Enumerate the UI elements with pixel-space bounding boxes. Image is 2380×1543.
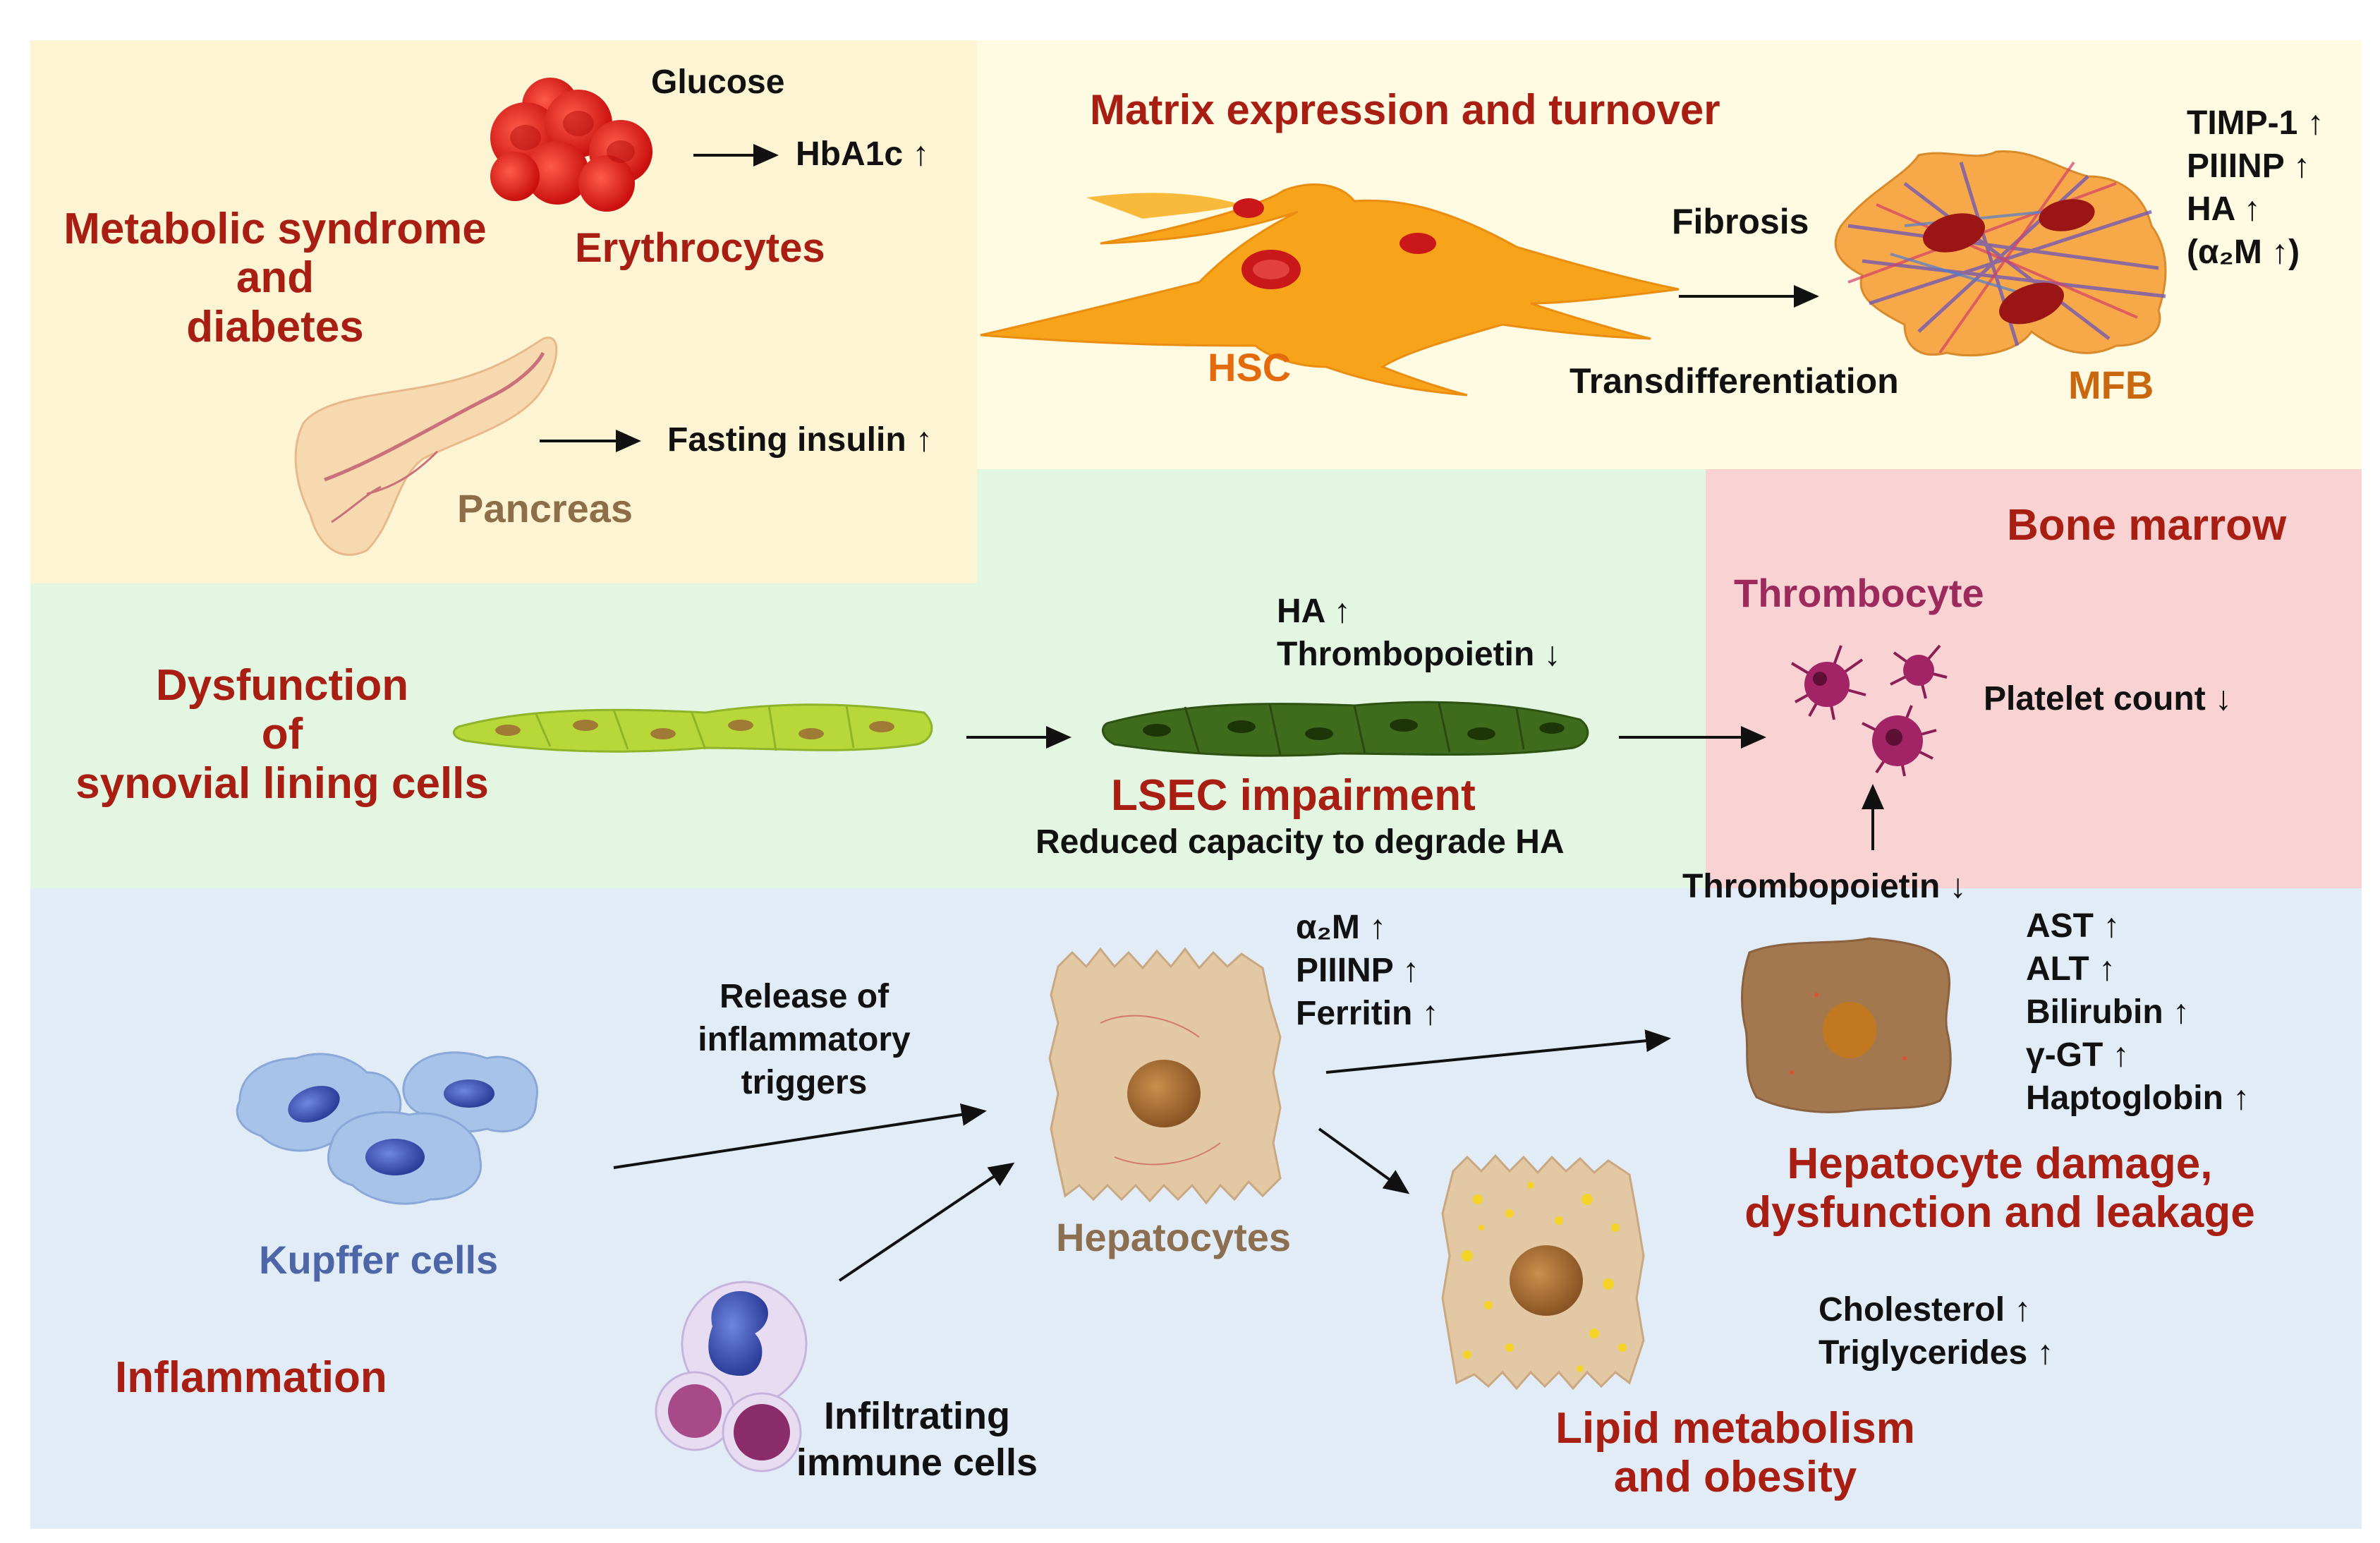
- glucose-label: Glucose: [651, 63, 785, 101]
- lipid-line2: and obesity: [1613, 1453, 1857, 1502]
- release-line2: inflammatory: [698, 1020, 911, 1058]
- marker-a2m: (α₂M ↑): [2187, 233, 2300, 271]
- marker-piiinp-hep: PIIINP ↑: [1296, 951, 1420, 989]
- transdifferentiation-label: Transdifferentiation: [1570, 361, 1899, 401]
- metabolic-title-line3: diabetes: [186, 302, 364, 351]
- arrow-lipid: [1318, 1127, 1410, 1194]
- synovial-title-line1: Dysfunction: [155, 661, 409, 710]
- inflammation-title: Inflammation: [115, 1353, 387, 1402]
- fatty-hepatocyte-illustration: [1441, 1154, 1645, 1391]
- pancreas-illustration: [294, 337, 558, 556]
- hsc-illustration: [980, 183, 1680, 397]
- hepatocyte-illustration: [1048, 947, 1282, 1205]
- release-line3: triggers: [741, 1063, 868, 1101]
- marker-bilirubin: Bilirubin ↑: [2026, 993, 2190, 1031]
- hepatocyte-damage-title: Hepatocyte damage, dysfunction and leaka…: [1682, 1139, 2317, 1238]
- immune-cells-illustration: [655, 1281, 808, 1472]
- marker-haptoglobin: Haptoglobin ↑: [2026, 1079, 2250, 1117]
- damage-markers: AST ↑ ALT ↑ Bilirubin ↑ γ-GT ↑ Haptoglob…: [2026, 905, 2250, 1120]
- synovial-title-line2: of: [261, 710, 303, 759]
- lipid-markers: Cholesterol ↑ Triglycerides ↑: [1819, 1289, 2054, 1375]
- arrow-immune: [838, 1162, 1015, 1282]
- hepatocyte-markers: α₂M ↑ PIIINP ↑ Ferritin ↑: [1296, 907, 1439, 1036]
- marker-triglycerides: Triglycerides ↑: [1819, 1333, 2054, 1372]
- matrix-markers: TIMP-1 ↑ PIIINP ↑ HA ↑ (α₂M ↑): [2187, 102, 2324, 274]
- metabolic-title: Metabolic syndrome and diabetes: [42, 205, 508, 351]
- immune-cells-label: Infiltrating immune cells: [776, 1393, 1058, 1487]
- synovial-title-line3: synovial lining cells: [75, 758, 489, 808]
- marker-a2m-hep: α₂M ↑: [1296, 909, 1387, 946]
- arrows: [540, 144, 1884, 1282]
- lsec-illustration: [1101, 701, 1589, 757]
- release-line1: Release of: [719, 978, 890, 1015]
- kupffer-cells-illustration: [236, 1051, 538, 1205]
- immune-line1: Infiltrating: [824, 1395, 1010, 1437]
- marker-alt: ALT ↑: [2026, 950, 2116, 988]
- mfb-label: MFB: [2068, 363, 2154, 407]
- bone-marrow-title: Bone marrow: [2007, 501, 2287, 550]
- lsec-markers: HA ↑ Thrombopoietin ↓: [1277, 591, 1561, 677]
- metabolic-title-line2: and: [236, 253, 315, 303]
- arrow-damage: [1325, 1029, 1671, 1074]
- immune-line2: immune cells: [796, 1441, 1038, 1484]
- hsc-label: HSC: [1208, 345, 1292, 389]
- marker-ast: AST ↑: [2026, 907, 2120, 945]
- marker-ferritin: Ferritin ↑: [1296, 994, 1439, 1032]
- erythrocytes-label: Erythrocytes: [575, 225, 825, 271]
- kupffer-label: Kupffer cells: [259, 1238, 499, 1282]
- damage-line1: Hepatocyte damage,: [1787, 1139, 2213, 1188]
- marker-timp1: TIMP-1 ↑: [2187, 104, 2324, 142]
- erythrocytes-illustration: [490, 78, 652, 212]
- arrow-kupffer: [613, 1103, 987, 1169]
- platelet-count-label: Platelet count ↓: [1984, 680, 2233, 718]
- thrombocyte-label: Thrombocyte: [1734, 571, 1984, 615]
- thrombopoietin-label: Thrombopoietin ↓: [1682, 868, 1967, 905]
- damaged-hepatocyte-illustration: [1741, 937, 1952, 1113]
- marker-thrombopoietin-synovial: Thrombopoietin ↓: [1277, 635, 1561, 673]
- marker-ha-synovial: HA ↑: [1277, 593, 1351, 630]
- pancreas-label: Pancreas: [457, 486, 633, 531]
- lipid-line1: Lipid metabolism: [1555, 1404, 1915, 1453]
- lipid-title: Lipid metabolism and obesity: [1510, 1404, 1961, 1502]
- synovial-cells-illustration: [453, 703, 933, 753]
- marker-ggt: γ-GT ↑: [2026, 1036, 2130, 1074]
- lsec-label: LSEC impairment: [1111, 771, 1476, 820]
- marker-cholesterol: Cholesterol ↑: [1819, 1291, 2032, 1329]
- marker-piiinp: PIIINP ↑: [2187, 147, 2311, 185]
- damage-line2: dysfunction and leakage: [1744, 1188, 2255, 1238]
- metabolic-title-line1: Metabolic syndrome: [63, 205, 487, 253]
- hepatocytes-label: Hepatocytes: [1056, 1215, 1292, 1259]
- mfb-illustration: [1834, 150, 2167, 357]
- panel-synovial-upper: [977, 469, 1706, 583]
- fibrosis-label: Fibrosis: [1672, 202, 1809, 241]
- hba1c-label: HbA1c ↑: [796, 135, 930, 173]
- thrombocytes-illustration: [1790, 644, 1948, 777]
- matrix-title: Matrix expression and turnover: [1090, 86, 1720, 133]
- marker-ha: HA ↑: [2187, 190, 2261, 228]
- release-label: Release of inflammatory triggers: [670, 976, 938, 1105]
- lsec-sublabel: Reduced capacity to degrade HA: [1036, 823, 1565, 861]
- synovial-title: Dysfunction of synovial lining cells: [42, 661, 522, 808]
- fasting-insulin-label: Fasting insulin ↑: [667, 421, 933, 459]
